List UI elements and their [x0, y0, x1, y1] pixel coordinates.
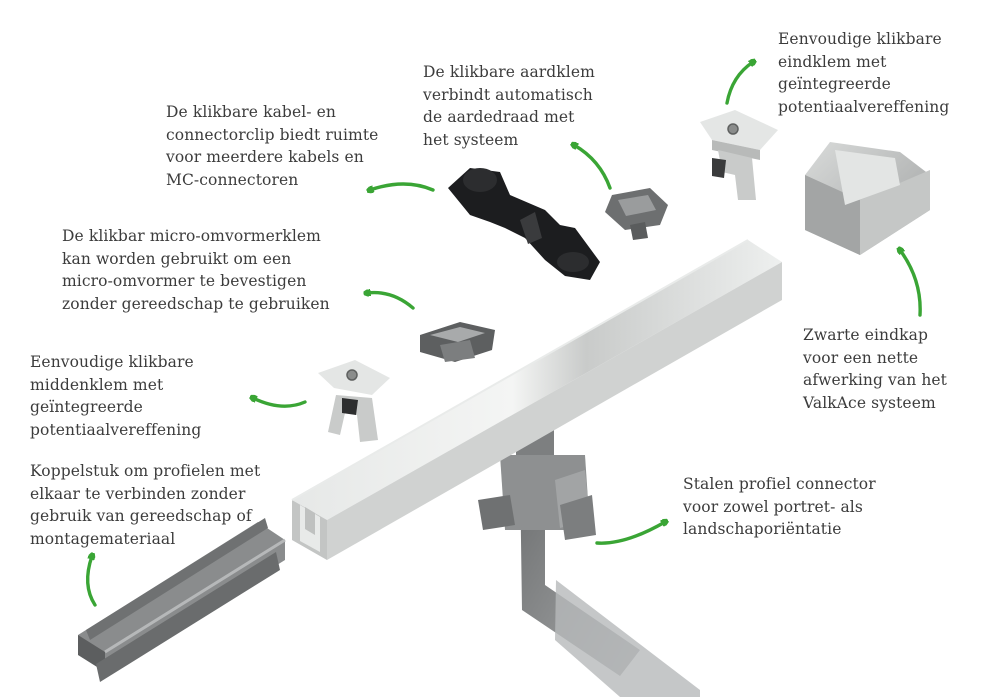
earth-clamp-part — [605, 188, 668, 240]
callout-earth-clamp: De klikbare aardklem verbindt automatisc… — [423, 63, 595, 149]
arrow-coupler — [86, 556, 97, 607]
arrow-end-cap — [900, 250, 922, 317]
arrow-middle-clamp — [253, 398, 307, 408]
arrow-cable-clip — [370, 182, 435, 190]
callout-cable-clip: De klikbare kabel- en connectorclip bied… — [166, 103, 379, 189]
micro-inverter-clamp-part — [420, 322, 495, 362]
coupler-part — [78, 518, 286, 682]
end-cap-part — [805, 142, 930, 255]
callout-coupler: Koppelstuk om profielen met elkaar te ve… — [30, 462, 261, 548]
arrow-earth-clamp — [574, 145, 612, 190]
callout-end-cap: Zwarte eindkap voor een nette afwerking … — [803, 326, 948, 412]
end-clamp-part — [700, 110, 778, 200]
cable-clip-part — [448, 168, 600, 280]
callout-end-clamp: Eenvoudige klikbare eindklem met geïnteg… — [778, 30, 950, 116]
callout-steel-connector: Stalen profiel connector voor zowel port… — [683, 475, 876, 538]
arrow-end-clamp — [725, 62, 753, 105]
callout-middle-clamp: Eenvoudige klikbare middenklem met geïnt… — [30, 353, 202, 439]
callout-micro-inverter: De klikbar micro-omvormerklem kan worden… — [62, 227, 330, 313]
arrow-steel-connector — [595, 522, 665, 545]
steel-profile-connector — [478, 430, 700, 697]
arrow-micro-inverter — [367, 293, 415, 310]
middle-clamp-part — [318, 360, 390, 442]
callout-arrows — [86, 62, 922, 607]
aluminium-rail — [291, 239, 782, 560]
